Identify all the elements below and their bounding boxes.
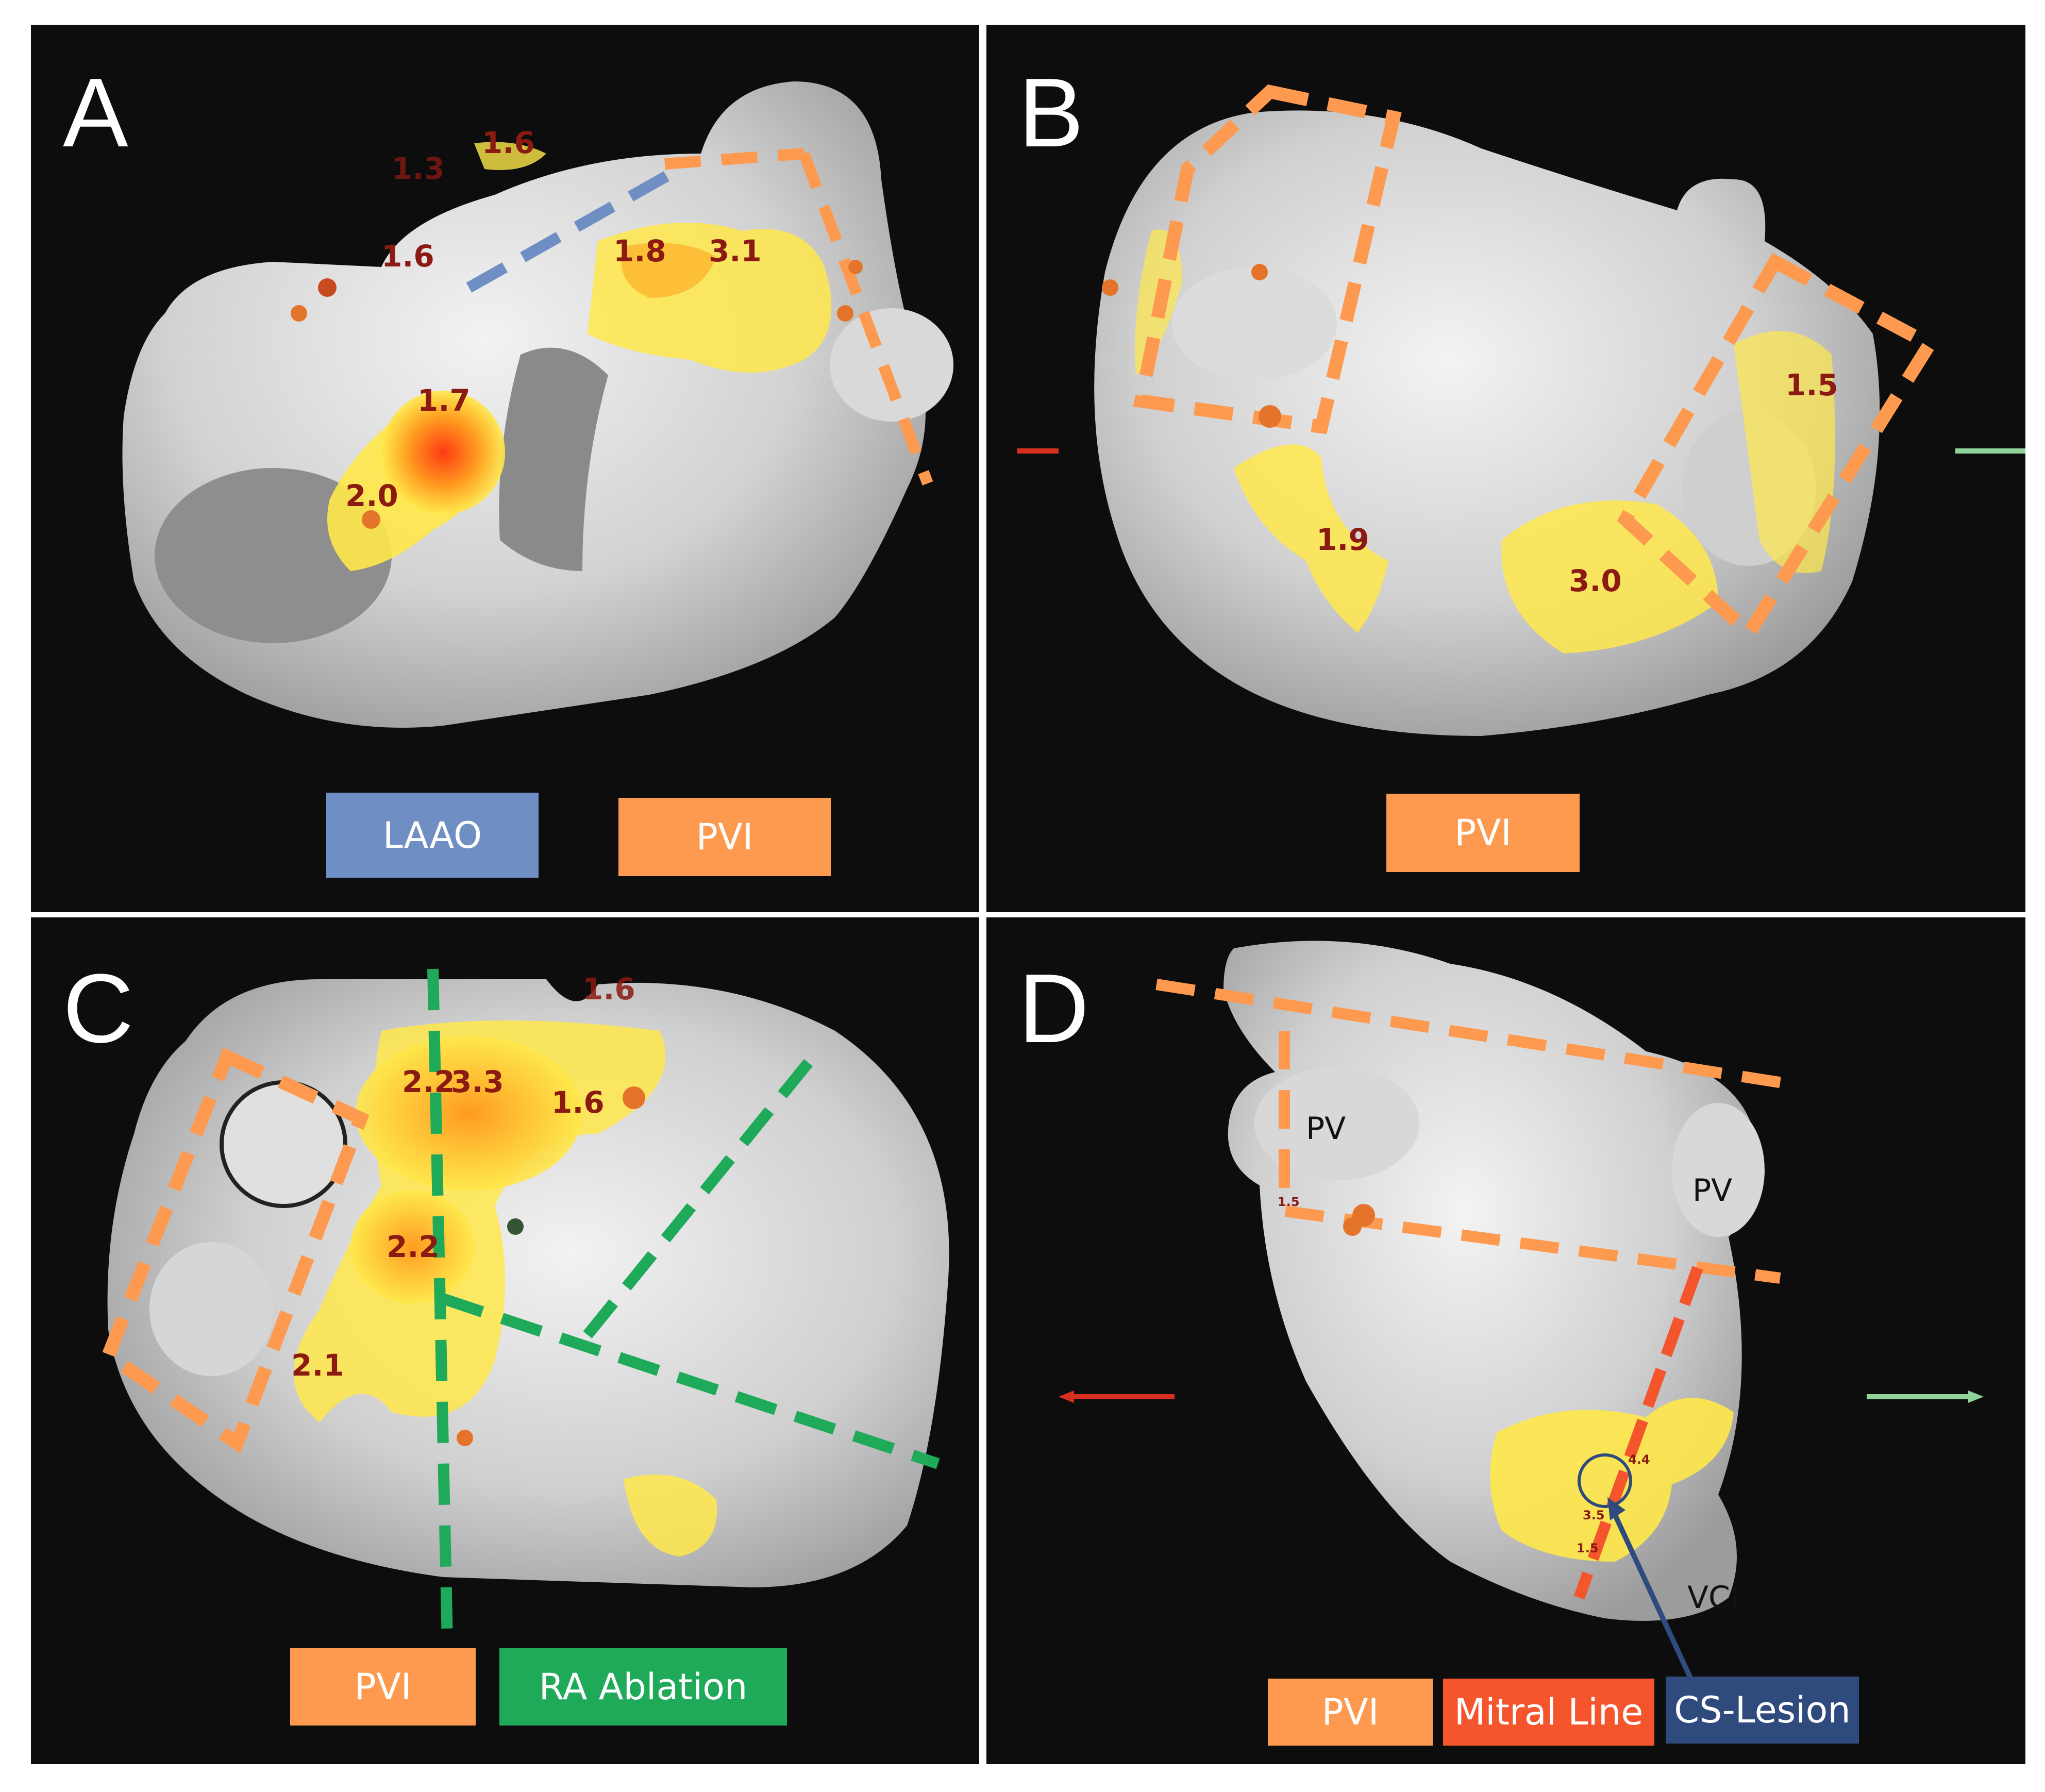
- value-label: 3.1: [709, 233, 762, 269]
- panel-a-letter: A: [63, 58, 128, 168]
- value-label: 1.8: [613, 233, 666, 269]
- value-label: 1.6: [582, 972, 635, 1007]
- panel-b: B 1.5 1.9 3.0 PVI: [986, 25, 2025, 912]
- value-label: 3.5: [1583, 1508, 1605, 1522]
- panel-c-letter: C: [63, 954, 134, 1063]
- value-label: 2.2: [402, 1064, 455, 1099]
- value-label: 1.3: [392, 151, 445, 186]
- pv-label: PV: [1306, 1111, 1346, 1147]
- pv-label: PV: [1692, 1173, 1733, 1209]
- legend-pvi: PVI: [618, 798, 831, 876]
- value-label: 2.0: [345, 478, 398, 513]
- value-label: 1.6: [551, 1085, 605, 1120]
- legend-pvi: PVI: [290, 1648, 476, 1726]
- value-label: 1.9: [1316, 522, 1369, 557]
- panel-c-heart-map: [100, 968, 949, 1691]
- legend-pvi: PVI: [1386, 794, 1580, 872]
- value-label: 1.6: [381, 239, 434, 274]
- value-label: 2.1: [291, 1348, 344, 1383]
- value-label: 1.5: [1785, 367, 1838, 403]
- value-label: 1.7: [417, 383, 471, 418]
- legend-mitral-line: Mitral Line: [1443, 1679, 1654, 1746]
- panel-b-heart-map: [1017, 84, 2025, 736]
- legend-ra-ablation: RA Ablation: [499, 1648, 787, 1726]
- value-label: 3.0: [1569, 563, 1622, 598]
- vci-label: VCI: [1687, 1580, 1739, 1616]
- panel-b-letter: B: [1018, 58, 1084, 168]
- panel-a: A 1.6 1.3 1.6 1.8 3.1 1.7 2.0 LAAO PVI: [31, 25, 979, 912]
- value-label: 3.3: [451, 1064, 504, 1099]
- legend-cs-lesion: CS-Lesion: [1666, 1677, 1859, 1744]
- panel-d: D PV PV VCI 1.5 4.4 3.5 1.5 PVI Mitral L…: [986, 917, 2025, 1764]
- value-label: 2.2: [387, 1229, 440, 1264]
- legend-laao: LAAO: [326, 793, 539, 878]
- value-label: 1.5: [1278, 1195, 1300, 1209]
- value-label: 1.5: [1577, 1541, 1599, 1555]
- legend-pvi: PVI: [1268, 1679, 1433, 1746]
- value-label: 4.4: [1628, 1452, 1650, 1467]
- panel-c: C 1.6 2.2 3.3 1.6 2.2 2.1 PVI RA Ablatio…: [31, 917, 979, 1764]
- panel-d-letter: D: [1018, 954, 1089, 1063]
- panel-d-heart-map: [1059, 941, 1984, 1689]
- panel-a-heart-map: [122, 81, 953, 728]
- value-label: 1.6: [482, 125, 535, 160]
